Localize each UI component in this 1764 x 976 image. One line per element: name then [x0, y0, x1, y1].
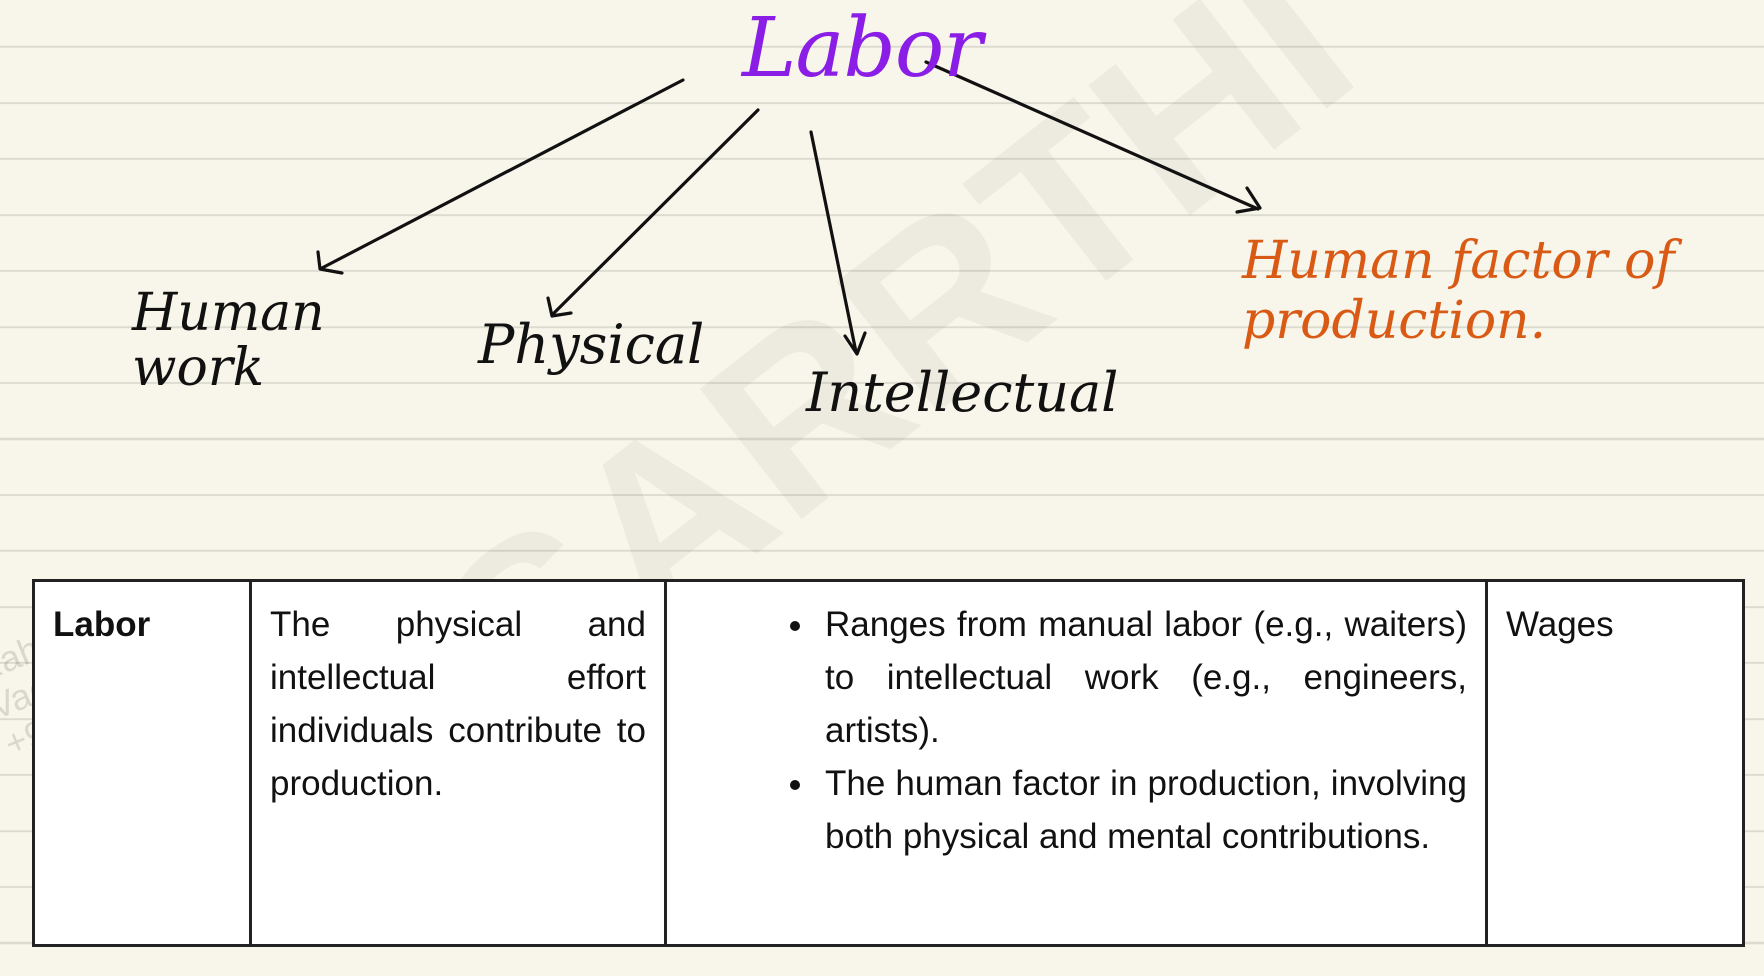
reward-cell: Wages: [1485, 579, 1745, 947]
list-item: Ranges from manual labor (e.g., waiters)…: [817, 598, 1467, 757]
reward-text: Wages: [1506, 605, 1614, 644]
term-text: Labor: [53, 605, 151, 644]
node-intellectual: Intellectual: [806, 361, 1119, 424]
arrow-to-intellectual: [809, 130, 867, 356]
definition-text: The physical and intellectual effort ind…: [270, 605, 646, 803]
node-human-work: Human work: [132, 283, 325, 398]
root-node-labor: Labor: [742, 1, 982, 96]
arrow-to-physical: [546, 108, 760, 318]
table-row: Labor The physical and intellectual effo…: [32, 579, 1745, 947]
points-list: Ranges from manual labor (e.g., waiters)…: [685, 598, 1467, 863]
arrow-to-human-work: [316, 78, 685, 275]
term-cell: Labor: [32, 579, 252, 947]
definition-cell: The physical and intellectual effort ind…: [249, 579, 667, 947]
definition-table: Labor The physical and intellectual effo…: [32, 579, 1745, 947]
points-cell: Ranges from manual labor (e.g., waiters)…: [664, 579, 1488, 947]
node-human-factor: Human factor of production.: [1242, 231, 1675, 351]
definition-table-wrapper: Labor The physical and intellectual effo…: [32, 579, 1745, 947]
list-item: The human factor in production, involvin…: [817, 757, 1467, 863]
node-physical: Physical: [478, 313, 705, 376]
